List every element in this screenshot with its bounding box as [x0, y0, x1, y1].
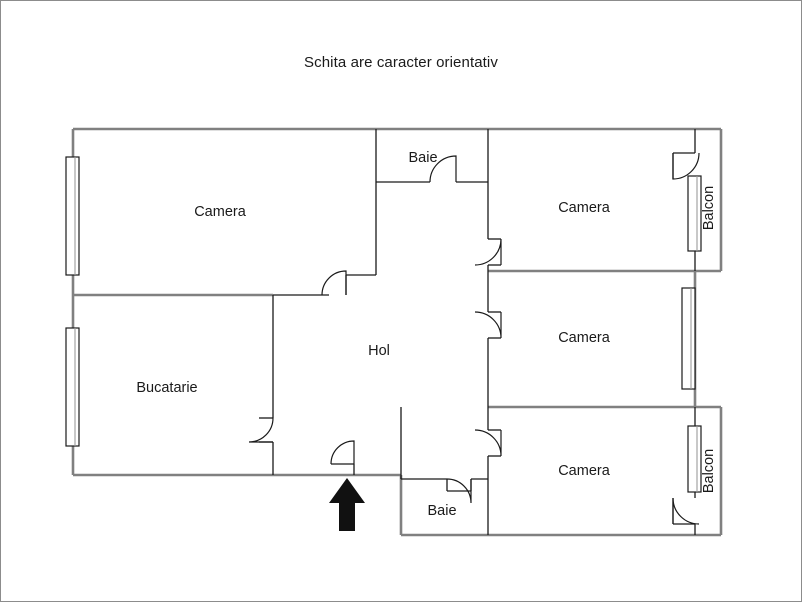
room-label-camera-middle-right: Camera	[558, 330, 611, 346]
door-balcon-bottom-icon	[672, 497, 700, 525]
door-bucatarie-icon	[248, 417, 274, 443]
door-camera-top-left-icon	[321, 270, 347, 296]
room-label-baie-bottom: Baie	[427, 503, 456, 519]
room-label-camera-top-right: Camera	[558, 200, 611, 216]
room-label-camera-bottom-right: Camera	[558, 463, 611, 479]
door-camera-middle-right-icon	[474, 311, 502, 339]
door-baie-top-icon	[429, 155, 457, 183]
window-camera-top-left	[65, 156, 80, 276]
room-label-balcon-bottom-right: Balcon	[701, 449, 717, 493]
window-camera-middle-right	[681, 287, 696, 390]
door-baie-bottom-icon	[446, 478, 472, 504]
entrance-arrow-icon	[329, 478, 365, 531]
room-labels: Camera Baie Camera Balcon Bucatarie Hol …	[136, 150, 716, 519]
window-bucatarie	[65, 327, 80, 447]
room-label-hol: Hol	[368, 343, 390, 359]
room-label-bucatarie: Bucatarie	[136, 380, 197, 396]
page-title: Schita are caracter orientativ	[304, 54, 498, 71]
exterior-walls	[71, 127, 723, 537]
door-camera-top-right-icon	[474, 238, 502, 266]
room-label-baie-top: Baie	[408, 150, 437, 166]
room-label-balcon-top-right: Balcon	[701, 186, 717, 230]
windows	[65, 156, 702, 493]
main-entrance-arrow	[329, 478, 365, 531]
window-balcon-top	[687, 175, 702, 252]
room-label-camera-top-left: Camera	[194, 204, 247, 220]
door-entrance-icon	[330, 440, 355, 465]
door-arcs	[248, 152, 700, 525]
door-camera-bottom-right-icon	[474, 429, 502, 457]
door-balcon-top-icon	[672, 152, 700, 180]
window-balcon-bottom	[687, 425, 702, 493]
